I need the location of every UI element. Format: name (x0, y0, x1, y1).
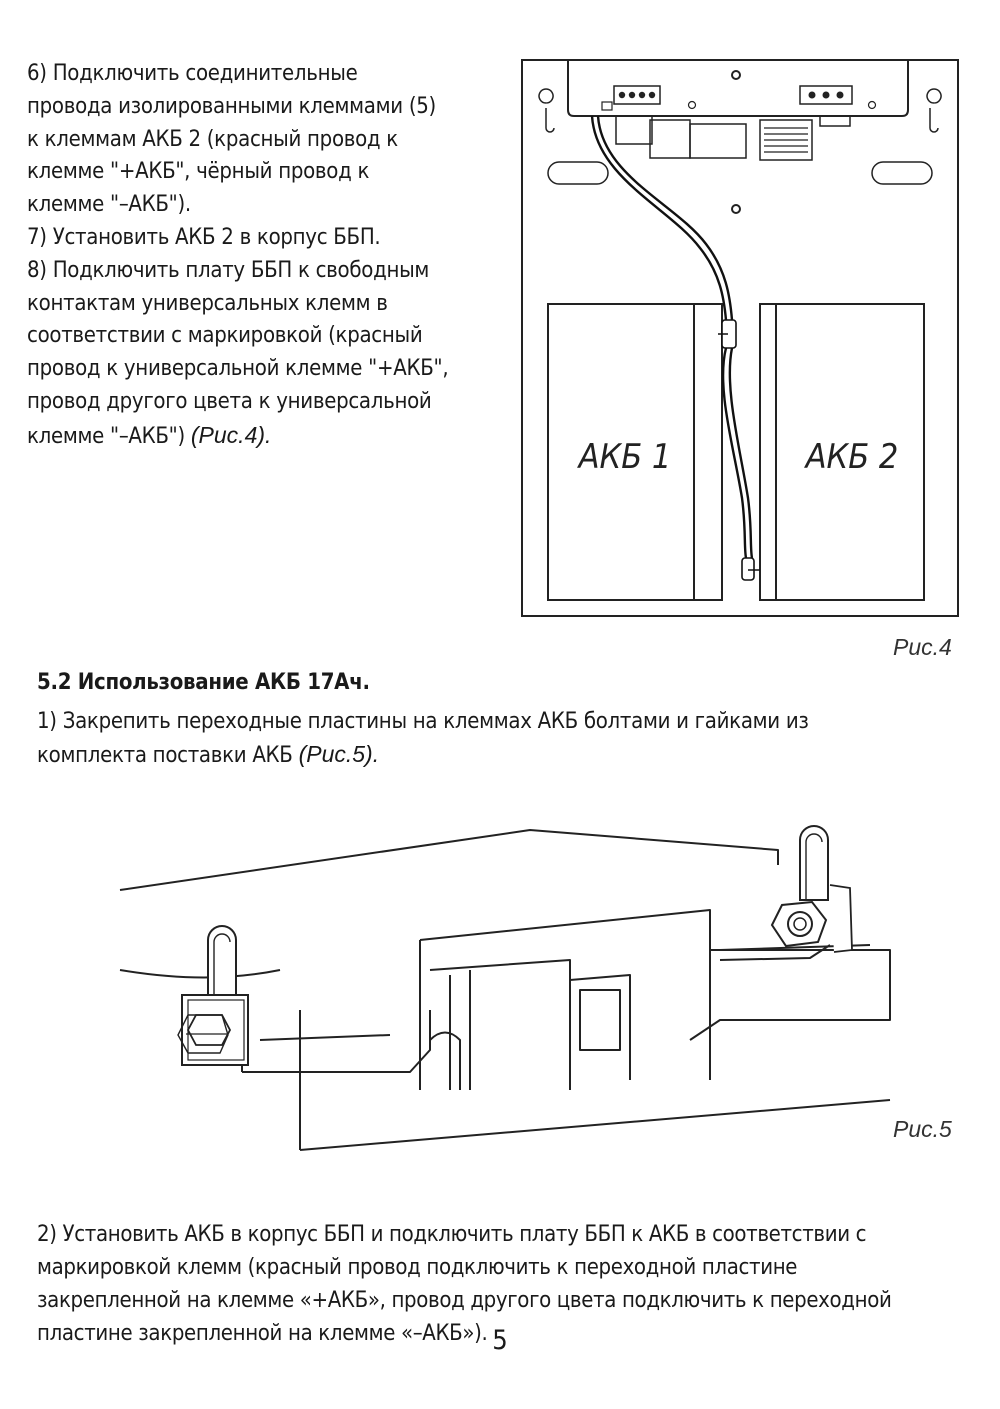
text-line-with-ref: клемме "–АКБ") (Рис.4). (27, 419, 448, 454)
text-line: к клеммам АКБ 2 (красный провод к (27, 126, 398, 152)
figure-reference: (Рис.4). (190, 421, 272, 448)
figure-reference: (Рис.5). (298, 741, 380, 767)
battery-bottom-edge (299, 1099, 891, 1151)
figure-4-diagram: АКБ 1 АКБ 2 (521, 59, 959, 617)
enclosure-outline (521, 59, 959, 617)
battery-curve (119, 969, 281, 979)
text-line: контактам универсальных клемм в (27, 290, 388, 316)
top-board (567, 60, 909, 117)
cavity (569, 974, 631, 1080)
battery-2 (759, 303, 925, 601)
steps-6-8-text: 6) Подключить соединительные провода изо… (27, 58, 449, 454)
slot-right (871, 161, 933, 185)
mount-hole (731, 204, 741, 214)
figure-4-caption: Рис.4 (893, 634, 952, 660)
text-line: комплекта поставки АКБ (37, 743, 293, 768)
small-part (601, 101, 613, 111)
section-title: 5.2 Использование АКБ 17Ач. (37, 670, 370, 695)
text-line: маркировкой клемм (красный провод подклю… (37, 1255, 798, 1280)
text-line: 1) Закрепить переходные пластины на клем… (37, 709, 809, 734)
component (649, 119, 691, 159)
cavity-cylinder (429, 1031, 461, 1090)
step-1-text: 1) Закрепить переходные пластины на клем… (37, 705, 809, 772)
connector-grille (764, 127, 808, 153)
keyhole-left (538, 88, 555, 133)
left-platform (242, 1010, 431, 1073)
left-platform-edge (259, 1034, 391, 1041)
connection-wires (590, 115, 754, 559)
cavity-block (579, 989, 621, 1051)
component (615, 115, 653, 145)
battery-1-label: АКБ 1 (577, 437, 672, 477)
small-part (687, 100, 697, 110)
terminal-block-left (613, 85, 661, 105)
battery-left-edge (241, 1010, 301, 1150)
right-platform (719, 944, 831, 961)
mount-hole (731, 70, 741, 80)
slot-left (547, 161, 609, 185)
wire-connectors (721, 319, 755, 581)
terminal-block-right (799, 85, 853, 105)
battery-1 (547, 303, 723, 601)
terminal-left (177, 925, 249, 1066)
terminal-right (770, 825, 853, 953)
text-line: провод другого цвета к универсальной (27, 388, 432, 414)
text-line: провода изолированными клеммами (5) (27, 93, 436, 119)
text-line: 2) Установить АКБ в корпус ББП и подключ… (37, 1222, 867, 1247)
wire-tab (718, 333, 760, 571)
text-line: клемме "+АКБ", чёрный провод к (27, 159, 370, 185)
text-line: пластине закрепленной на клемме «–АКБ»). (37, 1321, 488, 1346)
figure-5-diagram (119, 825, 891, 1151)
text-line: закрепленной на клемме «+АКБ», провод др… (37, 1288, 892, 1313)
cavity (429, 959, 571, 1090)
text-line: клемме "–АКБ"). (27, 192, 191, 218)
text-line: 7) Установить АКБ 2 в корпус ББП. (27, 224, 381, 250)
connector-block (759, 119, 813, 161)
small-part (867, 100, 877, 110)
text-line: клемме "–АКБ") (27, 423, 185, 449)
keyhole-right (926, 88, 942, 133)
page-number: 5 (492, 1325, 508, 1356)
text-line: 6) Подключить соединительные (27, 61, 358, 86)
component (689, 123, 747, 159)
figure-5-caption: Рис.5 (893, 1116, 952, 1142)
battery-2-label: АКБ 2 (804, 437, 899, 477)
text-line: 8) Подключить плату ББП к свободным (27, 257, 430, 283)
text-line: соответствии с маркировкой (красный (27, 323, 423, 349)
raised-section (419, 909, 891, 1041)
battery-top-edge (119, 829, 779, 891)
text-line-with-ref: комплекта поставки АКБ (Рис.5). (37, 738, 809, 772)
component (819, 115, 851, 127)
step-2-text: 2) Установить АКБ в корпус ББП и подключ… (37, 1218, 892, 1350)
text-line: провод к универсальной клемме "+АКБ", (27, 356, 449, 382)
